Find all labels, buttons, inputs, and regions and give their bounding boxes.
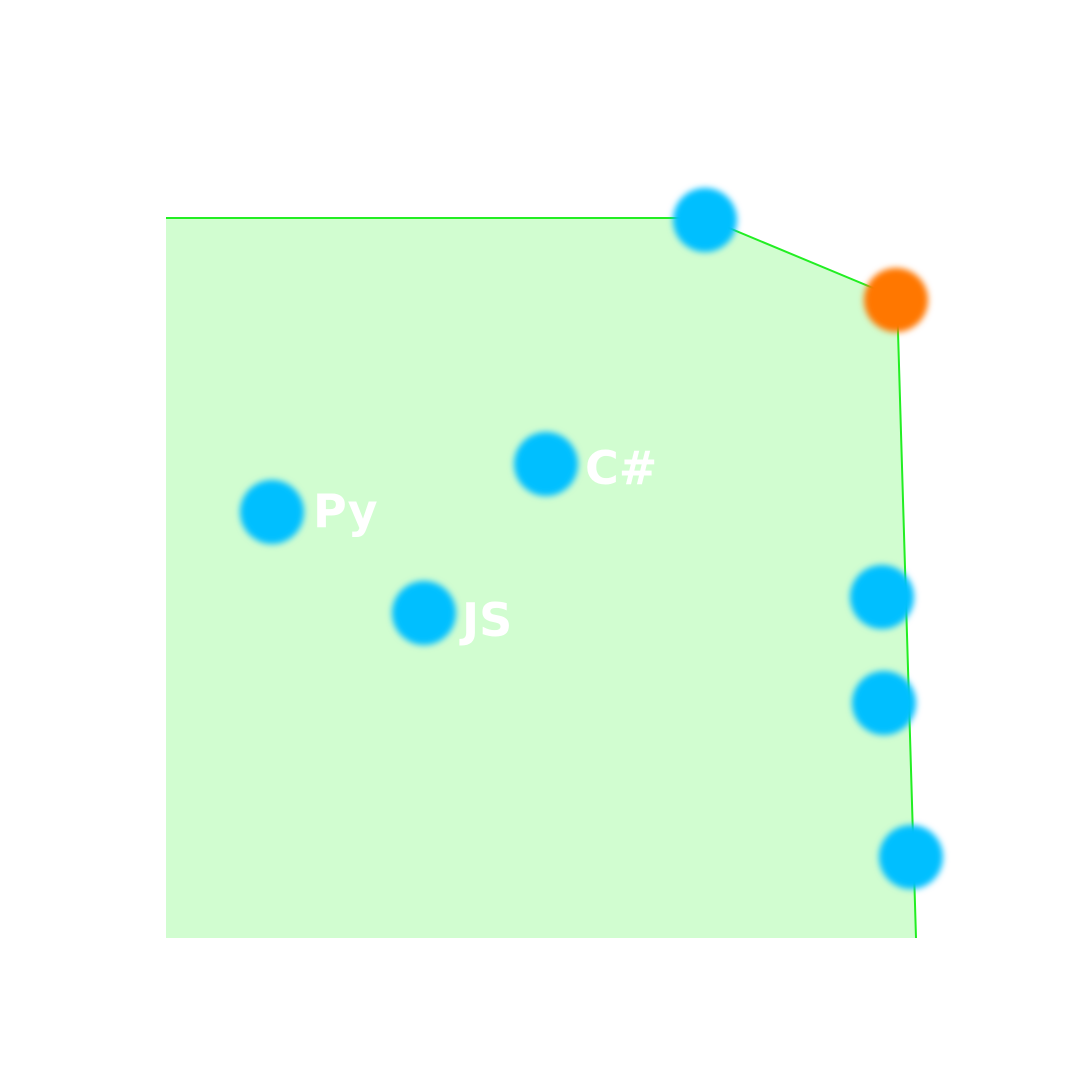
point-frontier-highlight[interactable] <box>864 268 928 332</box>
point-marker <box>240 480 304 544</box>
point-js[interactable]: JS <box>392 581 512 647</box>
point-csharp[interactable]: C# <box>514 432 657 496</box>
point-marker <box>879 825 943 889</box>
point-marker <box>514 432 578 496</box>
point-marker <box>392 581 456 645</box>
point-label: C# <box>585 441 657 495</box>
point-label: Py <box>313 484 378 538</box>
frontier-line <box>166 217 917 939</box>
point-frontier-top[interactable] <box>673 188 737 252</box>
point-marker <box>864 268 928 332</box>
point-right-upper[interactable] <box>850 565 914 629</box>
point-right-lower[interactable] <box>879 825 943 889</box>
point-marker <box>850 565 914 629</box>
point-py[interactable]: Py <box>240 480 378 544</box>
point-right-middle[interactable] <box>852 671 916 735</box>
point-marker <box>673 188 737 252</box>
feasible-region <box>166 218 916 938</box>
point-marker <box>852 671 916 735</box>
point-label: JS <box>459 593 512 647</box>
